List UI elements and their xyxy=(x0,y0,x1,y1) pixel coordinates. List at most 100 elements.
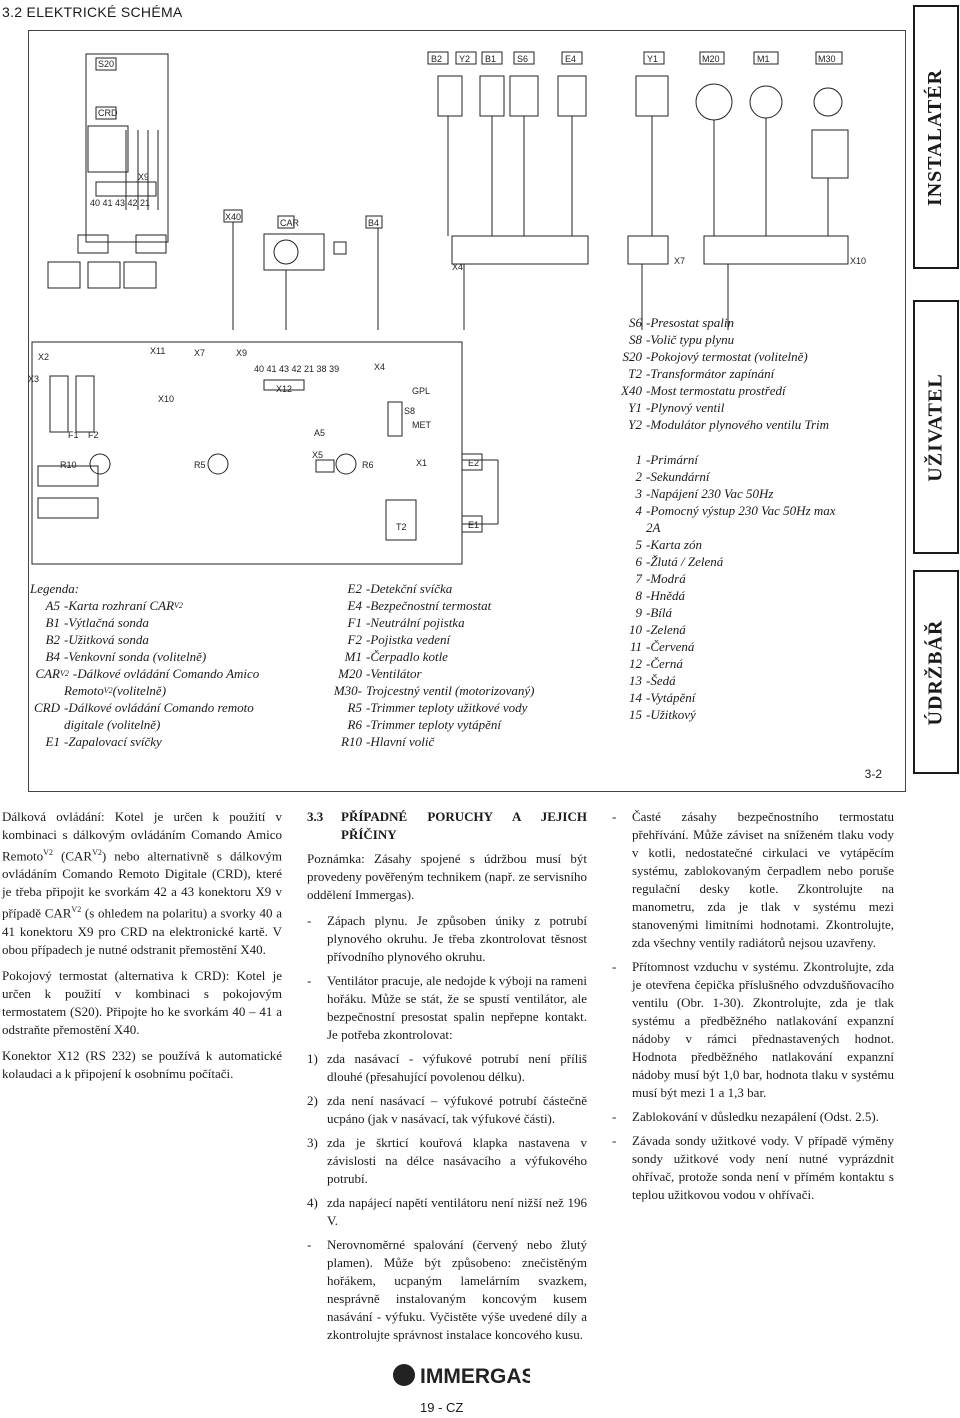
legend-description: -Vytápění xyxy=(646,690,696,705)
legend-item: M1-Čerpadlo kotle xyxy=(326,648,535,665)
legend-item: S20-Pokojový termostat (volitelně) xyxy=(612,348,836,365)
legend-description: -Ventilátor xyxy=(366,666,422,681)
list-bullet: - xyxy=(612,959,617,974)
svg-text:X7: X7 xyxy=(194,348,205,358)
legend-item: 2-Sekundární xyxy=(612,468,836,485)
legend-item: 8-Hnědá xyxy=(612,587,836,604)
section-heading: 3.3 PŘÍPADNÉ PORUCHY A JEJICH PŘÍČINY xyxy=(307,809,587,842)
legend-item: S8-Volič typu plynu xyxy=(612,331,836,348)
legend-description: -Primární xyxy=(646,452,698,467)
list-item: -Nerovnoměrné spalování (červený nebo žl… xyxy=(307,1236,587,1344)
svg-text:F2: F2 xyxy=(88,430,99,440)
legend-key xyxy=(30,682,60,699)
legend-item: 6-Žlutá / Zelená xyxy=(612,553,836,570)
legend-description: Trojcestný ventil (motorizovaný) xyxy=(366,683,535,698)
page-footer: 19 - CZ xyxy=(420,1400,464,1415)
s20-crd-box xyxy=(85,53,169,243)
list-text: Ventilátor pracuje, ale nedojde k výboji… xyxy=(327,973,587,1042)
tab-uzivatel[interactable]: UŽIVATEL xyxy=(913,300,959,554)
list-item: -Zápach plynu. Je způsoben úniky z potru… xyxy=(307,912,587,966)
svg-text:IMMERGAS: IMMERGAS xyxy=(420,1365,530,1388)
legend-description: -Pomocný výstup 230 Vac 50Hz max xyxy=(646,503,836,518)
legend-item: 11 -Červená xyxy=(612,638,836,655)
legend-key: S6 xyxy=(629,315,642,330)
svg-text:40 41 43 42 21: 40 41 43 42 21 xyxy=(90,198,150,208)
legend-key: B4 xyxy=(45,649,60,664)
list-text: Zápach plynu. Je způsoben úniky z potrub… xyxy=(327,913,587,964)
legend-item: 10-Zelená xyxy=(612,621,836,638)
legend-item: X40-Most termostatu prostředí xyxy=(612,382,836,399)
legend-item: F2-Pojistka vedení xyxy=(326,631,535,648)
legend-description: -Sekundární xyxy=(646,469,710,484)
legend-key xyxy=(612,519,642,536)
connector-x12-paragraph: Konektor X12 (RS 232) se používá k autom… xyxy=(2,1047,282,1081)
legend-key: E2 xyxy=(347,581,362,596)
list-bullet: 4) xyxy=(307,1195,318,1210)
legend-item: 9-Bílá xyxy=(612,604,836,621)
legend-item: E4-Bezpečnostní termostat xyxy=(326,597,535,614)
svg-text:S20: S20 xyxy=(98,59,114,69)
legend-item: S6-Presostat spalin xyxy=(612,314,836,331)
svg-text:X2: X2 xyxy=(38,352,49,362)
svg-text:T2: T2 xyxy=(396,522,407,532)
svg-text:Y1: Y1 xyxy=(647,54,658,64)
svg-text:R6: R6 xyxy=(362,460,374,470)
list-bullet: 3) xyxy=(307,1135,318,1150)
note: Poznámka: Zásahy spojené s údržbou musí … xyxy=(307,851,587,902)
legend-description: -Hnědá xyxy=(646,588,685,603)
legend-key: 11 xyxy=(629,639,642,654)
legend-item: Y2-Modulátor plynového ventilu Trim xyxy=(612,416,836,433)
legend-item: digitale (volitelně) xyxy=(30,716,259,733)
list-bullet: - xyxy=(307,973,312,988)
legend-key: 1 xyxy=(635,452,643,467)
remote-control-paragraph: Dálková ovládání: Kotel je určen k použi… xyxy=(2,809,283,957)
svg-text:X7: X7 xyxy=(674,256,685,266)
legend-item: E1-Zapalovací svíčky xyxy=(30,733,259,750)
legend-key: 3 xyxy=(635,486,643,501)
svg-text:R5: R5 xyxy=(194,460,206,470)
svg-text:B1: B1 xyxy=(485,54,496,64)
legend-description: -Červená xyxy=(646,639,695,654)
list-item: 2)zda není nasávací – výfukové potrubí č… xyxy=(307,1092,587,1128)
svg-text:E1: E1 xyxy=(468,520,479,530)
legend-description: -Modrá xyxy=(646,571,686,586)
svg-text:X12: X12 xyxy=(276,384,292,394)
legend-item: B4 -Venkovní sonda (volitelně) xyxy=(30,648,259,665)
legend-key: R10 xyxy=(341,734,362,749)
legend-description: -Bezpečnostní termostat xyxy=(366,598,492,613)
list-text: zda je škrticí kouřová klapka nastavena … xyxy=(327,1135,587,1186)
legend-description: -Karta rozhraní CAR xyxy=(64,598,175,613)
figure-page-ref: 3-2 xyxy=(864,767,882,781)
legend-key: B2 xyxy=(45,632,60,647)
legend-description: -Šedá xyxy=(646,673,676,688)
legend-description: -Venkovní sonda (volitelně) xyxy=(64,649,207,664)
legend-item: E2-Detekční svíčka xyxy=(326,580,535,597)
legend-item: M20-Ventilátor xyxy=(326,665,535,682)
legend-key: M30- xyxy=(333,683,362,698)
legend-item: M30- Trojcestný ventil (motorizovaný) xyxy=(326,682,535,699)
schematic-frame xyxy=(28,30,906,792)
svg-text:X10: X10 xyxy=(158,394,174,404)
svg-text:R10: R10 xyxy=(60,460,77,470)
legend-key: 6 xyxy=(635,554,643,569)
legend-description: 2A xyxy=(646,520,661,535)
legend-desc-tail: (volitelně) xyxy=(112,683,167,698)
legend-key: 12 xyxy=(629,656,642,671)
tab-udrzbar[interactable]: ÚDRŽBÁŘ xyxy=(913,570,959,774)
legend-key: R5 xyxy=(347,700,362,715)
svg-text:X9: X9 xyxy=(138,172,149,182)
legend-description: -Pojistka vedení xyxy=(366,632,451,647)
svg-text:X10: X10 xyxy=(850,256,866,266)
legend-description: -Bílá xyxy=(646,605,672,620)
legend-item: R6-Trimmer teploty vytápění xyxy=(326,716,535,733)
tab-instalater[interactable]: INSTALATÉR xyxy=(913,5,959,269)
list-bullet: - xyxy=(612,1133,617,1148)
legend-item: B2-Užitková sonda xyxy=(30,631,259,648)
svg-text:B4: B4 xyxy=(368,218,379,228)
legend-description: -Napájení 230 Vac 50Hz xyxy=(646,486,774,501)
room-thermostat-paragraph: Pokojový termostat (alternativa k CRD): … xyxy=(2,967,282,1037)
